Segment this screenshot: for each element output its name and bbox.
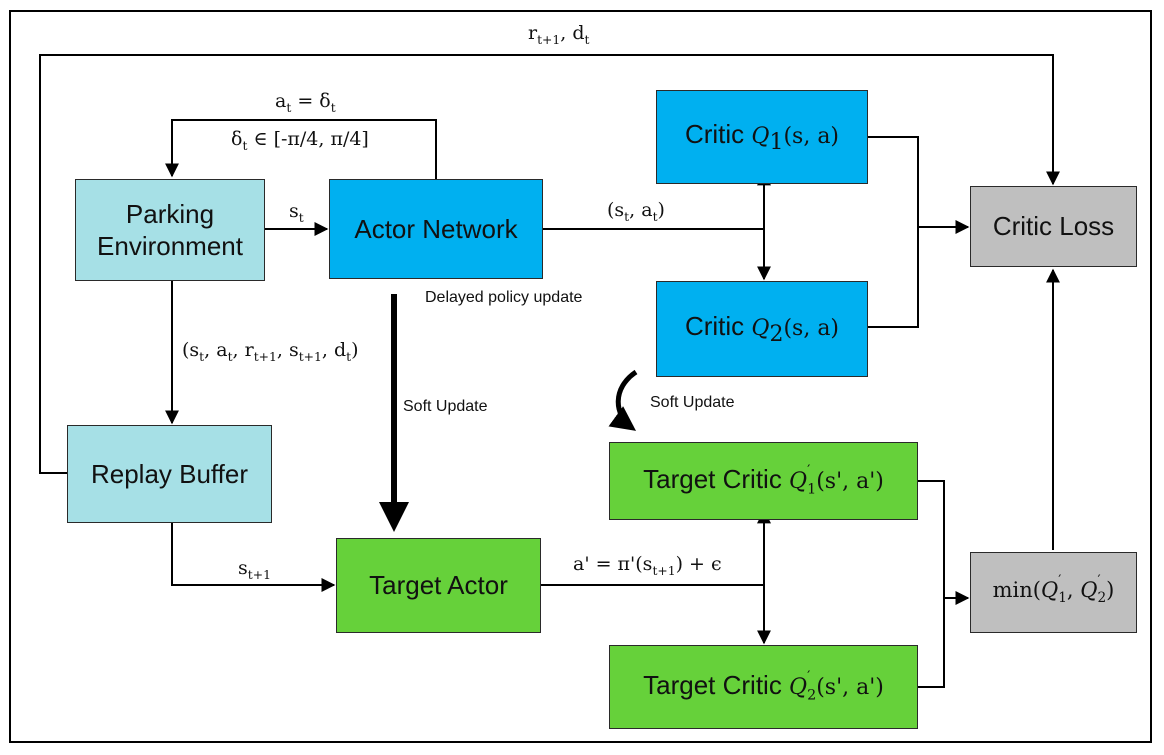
soft-update-actor-label: Soft Update: [403, 398, 488, 415]
tc1-to-min: [918, 480, 945, 598]
critic1-box: Critic Q1(s, a): [656, 90, 868, 184]
target-action-label: a' = π'(st+1) + ϵ: [573, 553, 722, 578]
critic2-box: Critic Q2(s, a): [656, 281, 868, 377]
soft-update-critic-label: Soft Update: [650, 394, 735, 411]
tc2-to-min: [918, 598, 945, 688]
target-critic1-label: Target Critic Q′1(s', a'): [643, 462, 884, 498]
replay-buffer-box: Replay Buffer: [67, 425, 272, 523]
next-state-arrow: [171, 523, 336, 592]
action-arrow: [165, 119, 437, 179]
reward-done-arrow: [39, 54, 1060, 474]
action-equation-label: at = δt: [275, 90, 336, 115]
state-action-label: (st, at): [607, 199, 665, 224]
next-state-label: st+1: [238, 557, 271, 582]
target-critic2-label: Target Critic Q′2(s', a'): [643, 668, 884, 704]
state-label: st: [289, 200, 304, 225]
critic-loss-label: Critic Loss: [992, 211, 1115, 242]
transition-label: (st, at, rt+1, st+1, dt): [182, 339, 359, 364]
parking-environment-line1: Parking: [125, 198, 215, 229]
steering-range-label: δt ∈ [-π/4, π/4]: [231, 128, 369, 153]
delayed-policy-label: Delayed policy update: [425, 289, 583, 306]
target-critic1-box: Target Critic Q′1(s', a'): [609, 442, 918, 520]
replay-buffer-label: Replay Buffer: [90, 458, 249, 489]
diagram-frame: [9, 10, 1152, 743]
parking-environment-line2: Environment: [97, 231, 243, 261]
critic2-to-loss: [868, 227, 919, 328]
min-label: min(Q′1, Q′2): [992, 573, 1115, 607]
soft-update-critic-arrow: [608, 369, 638, 431]
critic-loss-box: Critic Loss: [970, 186, 1137, 267]
target-critic2-box: Target Critic Q′2(s', a'): [609, 645, 918, 729]
critic1-label: Critic Q1(s, a): [684, 118, 840, 155]
critic2-label: Critic Q2(s, a): [684, 310, 840, 347]
actor-network-box: Actor Network: [329, 179, 543, 279]
min-box: min(Q′1, Q′2): [970, 552, 1137, 633]
target-actor-box: Target Actor: [336, 538, 541, 633]
critic1-to-loss: [868, 136, 919, 227]
reward-done-label: rt+1, dt: [528, 22, 590, 47]
actor-network-label: Actor Network: [354, 213, 518, 244]
target-actor-label: Target Actor: [369, 570, 508, 601]
